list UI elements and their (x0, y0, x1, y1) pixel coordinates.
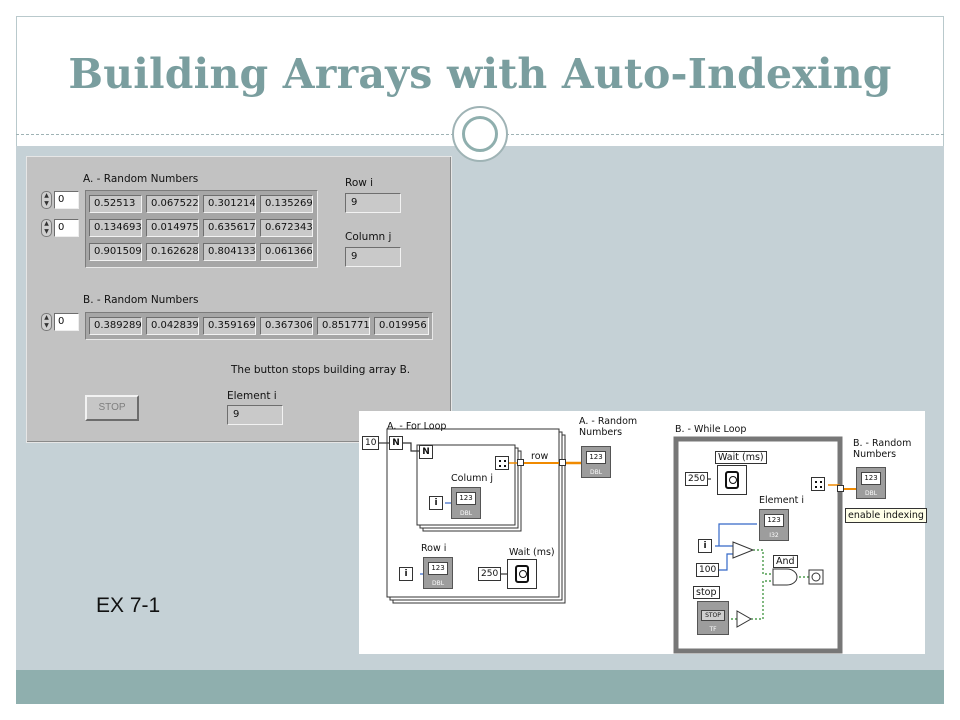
array-a-cell: 0.301214 (203, 195, 256, 213)
block-diagram: A. - For Loop 10 N N row Column j i 123 … (359, 411, 927, 654)
array-a-cell: 0.901509 (89, 243, 142, 261)
array-b-cell: 0.367306 (260, 317, 313, 335)
slide-title: Building Arrays with Auto-Indexing (68, 50, 892, 98)
while-iteration-terminal[interactable]: i (698, 539, 712, 553)
array-b-terminal[interactable]: 123 DBL (856, 467, 886, 499)
element-i-indicator: 9 (227, 405, 283, 425)
random-number-icon[interactable] (811, 477, 825, 491)
row-i-terminal[interactable]: 123 DBL (423, 557, 453, 589)
exercise-label: EX 7-1 (96, 594, 161, 617)
array-b-cell: 0.851771 (317, 317, 370, 335)
array-a-terminal[interactable]: 123 DBL (581, 446, 611, 478)
loop-count-constant[interactable]: 10 (362, 436, 380, 450)
element-i-label: Element i (227, 390, 277, 402)
indexing-tunnel[interactable] (559, 459, 566, 466)
indexing-tunnel[interactable] (837, 485, 844, 492)
wire-layer (379, 428, 856, 654)
array-b-index-value[interactable]: 0 (54, 313, 79, 331)
array-a-cell: 0.52513 (89, 195, 142, 213)
column-j-terminal-label: Column j (451, 473, 494, 484)
front-panel: A. - Random Numbers ▲▼ 0 ▲▼ 0 0.52513 0.… (26, 156, 452, 443)
for-loop-label: A. - For Loop (387, 421, 447, 432)
array-b-row: 0.389289 0.042839 0.359169 0.367306 0.85… (85, 312, 433, 340)
array-a-cell: 0.061366 (260, 243, 313, 261)
element-i-terminal[interactable]: 123 I32 (759, 509, 789, 541)
stop-note: The button stops building array B. (231, 364, 411, 376)
array-b-cell: 0.389289 (89, 317, 142, 335)
array-a-row-index-value[interactable]: 0 (54, 191, 79, 209)
array-a-cell: 0.635617 (203, 219, 256, 237)
array-a-row-index[interactable]: ▲▼ 0 (41, 191, 79, 209)
row-i-label: Row i (345, 177, 374, 189)
array-a-cell: 0.672343 (260, 219, 313, 237)
index-spinner-icon[interactable]: ▲▼ (41, 219, 52, 237)
index-spinner-icon[interactable]: ▲▼ (41, 191, 52, 209)
while-loop-label: B. - While Loop (675, 424, 747, 435)
while-wait-constant[interactable]: 250 (685, 472, 709, 486)
array-a-label: A. - Random Numbers (83, 173, 199, 185)
row-i-terminal-label: Row i (421, 543, 447, 554)
array-a-col-index[interactable]: ▲▼ 0 (41, 219, 79, 237)
and-gate-label: And (773, 555, 798, 568)
array-a-terminal-label: A. - Random Numbers (579, 416, 638, 438)
wait-timer-icon[interactable] (507, 559, 537, 589)
for-wait-constant[interactable]: 250 (478, 567, 502, 581)
row-wire-label: row (531, 451, 549, 462)
for-wait-label: Wait (ms) (509, 547, 555, 558)
row-i-indicator: 9 (345, 193, 401, 213)
array-b-label: B. - Random Numbers (83, 294, 199, 306)
decorative-circle-icon (452, 106, 508, 162)
array-b-cell: 0.019956 (374, 317, 429, 335)
indexing-tunnel[interactable] (517, 459, 524, 466)
limit-constant[interactable]: 100 (696, 563, 720, 577)
array-a-cell: 0.067522 (146, 195, 199, 213)
array-b-cell: 0.042839 (146, 317, 199, 335)
array-a-grid: 0.52513 0.067522 0.301214 0.135269 0.134… (85, 190, 318, 268)
random-number-icon[interactable] (495, 456, 509, 470)
outer-iteration-terminal[interactable]: i (399, 567, 413, 581)
inner-iteration-terminal[interactable]: i (429, 496, 443, 510)
array-b-terminal-label: B. - Random Numbers (853, 438, 912, 460)
while-wait-label: Wait (ms) (715, 451, 767, 464)
array-a-cell: 0.804133 (203, 243, 256, 261)
array-a-col-index-value[interactable]: 0 (54, 219, 79, 237)
index-spinner-icon[interactable]: ▲▼ (41, 313, 52, 331)
array-a-cell: 0.014975 (146, 219, 199, 237)
inner-count-terminal[interactable]: N (419, 445, 433, 459)
stop-terminal-label: stop (693, 586, 720, 599)
column-j-label: Column j (345, 231, 392, 243)
enable-indexing-tooltip: enable indexing (845, 508, 927, 523)
stop-terminal[interactable]: STOP TF (697, 601, 729, 635)
array-a-cell: 0.134693 (89, 219, 142, 237)
wait-timer-icon[interactable] (717, 465, 747, 495)
array-b-cell: 0.359169 (203, 317, 256, 335)
count-terminal[interactable]: N (389, 436, 403, 450)
element-i-terminal-label: Element i (759, 495, 804, 506)
stop-button[interactable]: STOP (85, 395, 139, 421)
array-a-cell: 0.135269 (260, 195, 313, 213)
array-b-index[interactable]: ▲▼ 0 (41, 313, 79, 331)
array-a-cell: 0.162628 (146, 243, 199, 261)
column-j-terminal[interactable]: 123 DBL (451, 487, 481, 519)
footer-band (16, 670, 944, 704)
column-j-indicator: 9 (345, 247, 401, 267)
